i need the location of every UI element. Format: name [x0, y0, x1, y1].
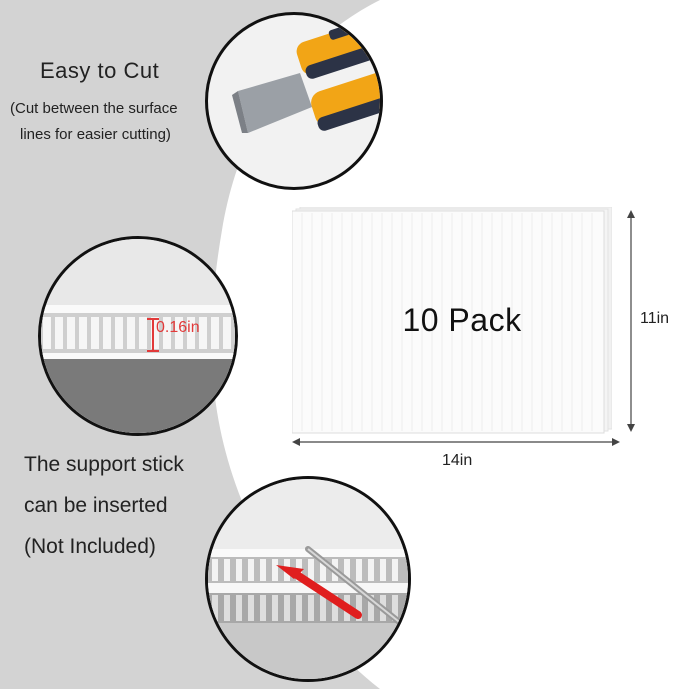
cut-note-line-1: (Cut between the surface: [10, 100, 178, 117]
pack-count-label: 10 Pack: [402, 302, 522, 338]
width-dimension-label: 14in: [442, 452, 473, 469]
support-stick-line-3: (Not Included): [24, 535, 156, 558]
cut-note-line-2: lines for easier cutting): [20, 126, 171, 143]
corrugated-board-icon: [41, 239, 235, 433]
thickness-label: 0.16in: [156, 319, 200, 336]
board-stack: 10 Pack: [292, 207, 612, 434]
support-stick-line-1: The support stick: [24, 453, 184, 476]
support-stick-line-2: can be inserted: [24, 494, 168, 517]
easy-to-cut-title: Easy to Cut: [40, 58, 160, 83]
support-stick-photo-circle: [205, 476, 411, 682]
thickness-photo-circle: 0.16in: [38, 236, 238, 436]
board-stack-illustration: [292, 207, 612, 434]
cutter-photo-circle: [205, 12, 383, 190]
height-dimension-label: 11in: [640, 310, 670, 327]
